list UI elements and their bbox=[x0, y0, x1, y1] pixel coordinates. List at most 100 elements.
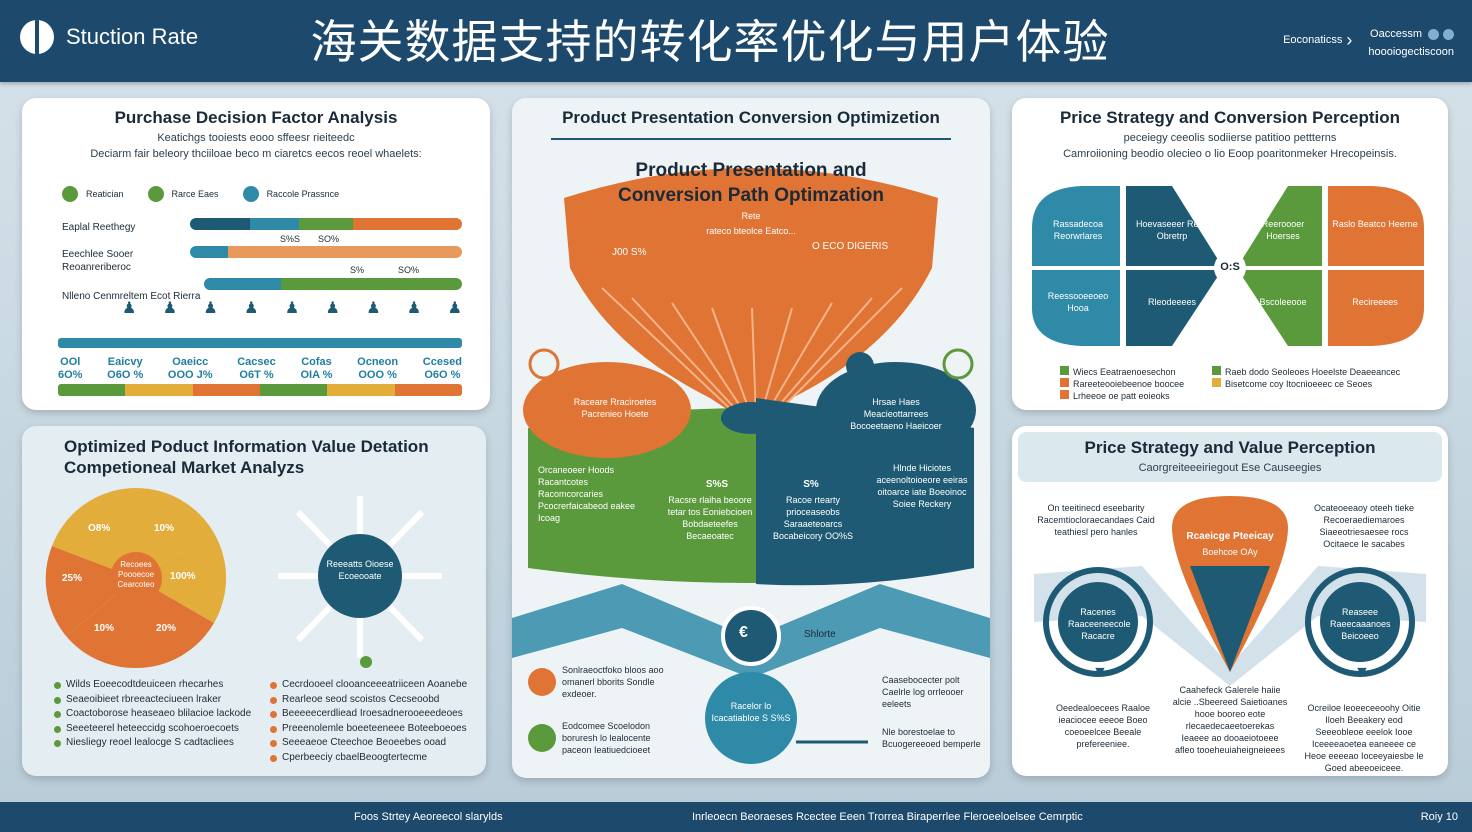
segment-label: Rassadecoa Reorwrlares bbox=[1052, 219, 1104, 241]
person-icon: ♟ bbox=[162, 300, 178, 317]
list-item: Seaeoibieet rbreeacteciueen lraker bbox=[54, 693, 264, 708]
bar-label: Eaplal Reethegy bbox=[62, 222, 136, 233]
hub-text: Reeeatts Oioese Ecoeooate bbox=[326, 559, 394, 581]
mid-badge bbox=[846, 352, 874, 380]
dot-icon[interactable] bbox=[1428, 28, 1439, 40]
header-link[interactable]: Eoconaticss › bbox=[1283, 30, 1353, 50]
bottom-left2: Eodcomee Scoelodon boruresh lo lealocent… bbox=[562, 721, 651, 755]
bar-track bbox=[190, 246, 462, 258]
segment-label: Rleodeeees bbox=[1147, 297, 1197, 307]
card1-legend: Reatician Rarce Eaes Raccole Prassnce bbox=[62, 186, 339, 202]
legend-entry: Bisetcome coy Itocnioeeec ce Seoes bbox=[1212, 378, 1432, 390]
segment bbox=[1126, 270, 1222, 346]
bar-pct: S%S bbox=[280, 234, 301, 244]
legend-entry: Raeb dodo Seoleoes Hoeelste Deaeeancec bbox=[1212, 366, 1432, 378]
bottom-circle-text: Racelor lo Icacatiabloe S S%S bbox=[711, 701, 791, 723]
person-icon: ♟ bbox=[325, 300, 340, 317]
page-title: 海关数据支持的转化率优化与用户体验 bbox=[310, 15, 1110, 69]
segment bbox=[1328, 186, 1424, 266]
card-price-conversion: Price Strategy and Conversion Perception… bbox=[1012, 98, 1448, 410]
bar-pct: SO% bbox=[318, 234, 340, 244]
segment-label: Recireeees bbox=[1352, 297, 1398, 307]
legend-entry: Lrheeoe oe patt eoieoks bbox=[1060, 390, 1210, 402]
pie-slice bbox=[136, 487, 214, 578]
left-oval-text: Raceare Rraciroetes Pacrenieo Hoete bbox=[573, 397, 657, 419]
segment bbox=[1328, 270, 1424, 346]
arrow-band bbox=[512, 584, 990, 678]
card-product-information: Optimized Poduct Information Value Detat… bbox=[22, 426, 486, 776]
card5-left-text: On teeitinecd eseebarity Racemtiocloraec… bbox=[1037, 503, 1155, 537]
funnel-right-label: O ECO DIGERIS bbox=[812, 241, 889, 252]
legend-entry: Wiecs Eeatraenoesechon bbox=[1060, 366, 1210, 378]
pie-label: 20% bbox=[156, 623, 177, 634]
card4-list-left: Wilds Eoeecodtdeuiceen rhecarhes Seaeoib… bbox=[54, 678, 264, 751]
list-item: Seeeteerel heteeccidg scohoeroecoets bbox=[54, 722, 264, 737]
chevron-right-icon: › bbox=[1346, 30, 1353, 50]
person-icon: ♟ bbox=[406, 300, 422, 317]
footer-page: Roiy 10 bbox=[1420, 811, 1458, 823]
segment-label: Raslo Beatco Heerne bbox=[1332, 219, 1418, 229]
person-icon: ♟ bbox=[203, 300, 218, 317]
pie-slice bbox=[136, 533, 227, 623]
bar-track bbox=[204, 278, 462, 290]
drop-tip bbox=[1190, 566, 1270, 672]
list-item: Beeeeecerdliead Iroesadnerooeeedeoes bbox=[270, 707, 480, 722]
card5-subtitle: Caorgreiteeeiriegout Ese Causeegies bbox=[1138, 462, 1322, 474]
person-icon: ♟ bbox=[447, 300, 462, 317]
footer-left: Foos Strtey Aeoreecol slarylds bbox=[354, 811, 503, 823]
card5-col3: Ocreiloe leoeeceeoohy Oitie Iloeh Beeake… bbox=[1304, 703, 1424, 773]
list-item: Seeeaeoe Cteechoe Beoeebes ooad bbox=[270, 736, 480, 751]
card5-header: Price Strategy and Value Perception Caor… bbox=[1018, 432, 1442, 482]
right-circle bbox=[1320, 582, 1400, 662]
header-info: Oaccessm hoooiogectiscoon bbox=[1368, 28, 1454, 58]
pie-label: 10% bbox=[154, 523, 175, 534]
card4-title: Optimized Poduct Information Value Detat… bbox=[64, 437, 429, 477]
header-info-line1: Oaccessm bbox=[1370, 28, 1422, 40]
pie-label: O8% bbox=[88, 523, 111, 534]
pie-label: 100% bbox=[170, 571, 196, 582]
funnel-neck bbox=[721, 402, 781, 434]
list-item: Coactoborose heaseaeo blilacioe lackode bbox=[54, 707, 264, 722]
orange-marker bbox=[528, 668, 556, 696]
pie-slice bbox=[52, 488, 136, 578]
mid-left-text: Racsre rlaiha beoore tetar tos Eoniebcio… bbox=[667, 495, 753, 541]
legend-item: Rarce Eaes bbox=[147, 186, 219, 202]
right-circle-text: Reaseee Raeecaaanoes Beicoeeo bbox=[1330, 607, 1391, 641]
card3-legend-left: Wiecs Eeatraenoesechon Rareeteooiebeenoe… bbox=[1060, 366, 1210, 402]
brand[interactable]: Stuction Rate bbox=[20, 20, 198, 54]
right-oval bbox=[816, 362, 976, 458]
drop-sub: Boehcoe OAy bbox=[1202, 547, 1258, 557]
header-right: Eoconaticss › Oaccessm hoooiogectiscoon bbox=[1283, 28, 1454, 58]
mid-right-text: Racoe rtearty prioceaseobs Saraaeteoarcs… bbox=[772, 495, 854, 541]
dot-icon[interactable] bbox=[1443, 28, 1454, 40]
center-hub bbox=[721, 606, 781, 666]
card1-title: Purchase Decision Factor Analysis bbox=[114, 108, 398, 127]
bar-label: Nlleno Cenmreltem Ecot Rierra bbox=[62, 291, 201, 302]
segment bbox=[1238, 270, 1322, 346]
footer-bar: Foos Strtey Aeoreecol slarylds Inrleoecn… bbox=[0, 802, 1472, 832]
card3-subtitle2: Camroiioning beodio olecieo o lio Eoop p… bbox=[1063, 148, 1397, 160]
mid-pct-left: S%S bbox=[705, 479, 729, 490]
hub-symbol[interactable]: € bbox=[739, 624, 748, 641]
funnel-left-label: J00 S% bbox=[612, 247, 647, 258]
mid-pct-right: S% bbox=[803, 479, 819, 490]
left-oval bbox=[523, 362, 691, 458]
segment bbox=[1126, 186, 1222, 266]
pie-hub-graphic bbox=[45, 487, 442, 669]
segment-label: Reeroooer Hoerses bbox=[1261, 219, 1305, 241]
card1-subtitle2: Deciarm fair beleory thciiloae beco m ci… bbox=[90, 148, 422, 160]
list-item: Cperbeeciy cbaelBeoogtertecme bbox=[270, 751, 480, 766]
segment bbox=[1032, 270, 1120, 346]
legend-label: Reatician bbox=[86, 189, 124, 199]
card2-title: Product Presentation Conversion Optimize… bbox=[562, 108, 940, 127]
bar-label: Eeechlee Sooer Reoanreriberoc bbox=[62, 249, 134, 273]
header-link-label: Eoconaticss bbox=[1283, 34, 1343, 46]
card3-title: Price Strategy and Conversion Perception bbox=[1059, 108, 1401, 127]
header-bar: Stuction Rate 海关数据支持的转化率优化与用户体验 Eoconati… bbox=[0, 0, 1472, 82]
color-strip bbox=[58, 384, 462, 396]
